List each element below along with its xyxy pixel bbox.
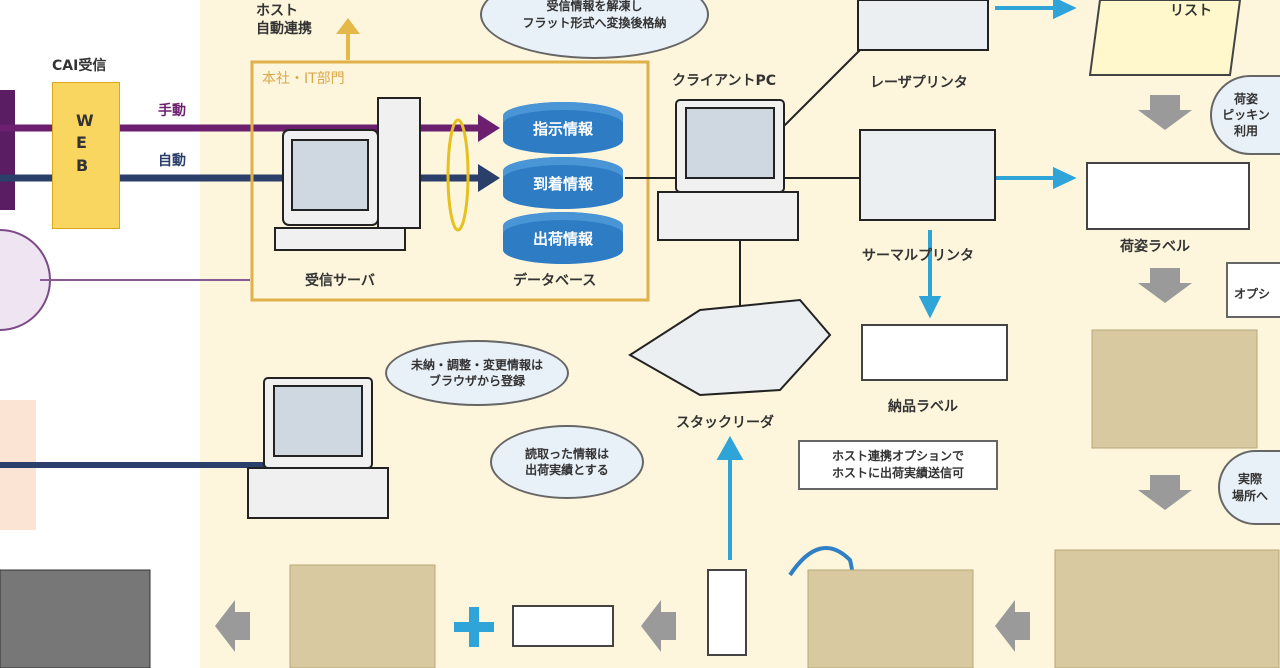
laser-printer-label: レーザプリンタ xyxy=(870,75,968,91)
note-line: ホスト連携オプションで xyxy=(831,449,964,463)
bubble-line: 場所へ xyxy=(1231,488,1268,503)
purple-bar xyxy=(0,90,15,210)
server-icon xyxy=(274,97,421,251)
client-pc-label: クライアントPC xyxy=(672,73,776,89)
host-link-label: ホスト自動連携 xyxy=(256,2,312,38)
bubble-line: 出荷実績とする xyxy=(525,463,609,477)
dept-box xyxy=(250,60,650,302)
list-label: リスト xyxy=(1170,3,1212,19)
bubble-line: 読取った情報は xyxy=(524,446,609,461)
server-label: 受信サーバ xyxy=(305,273,375,289)
bubble-line: ブラウザから登録 xyxy=(428,374,525,388)
bubble-actual: 実際場所へ xyxy=(1218,450,1280,525)
db-item-instruction: 指示情報 xyxy=(503,102,623,154)
host-link-line2: 自動連携 xyxy=(256,21,312,38)
bubble-line: 実際 xyxy=(1237,472,1262,487)
dept-label: 本社・IT部門 xyxy=(262,71,345,87)
bubble-line: 未納・調整・変更情報は xyxy=(410,357,543,372)
printer-icons xyxy=(628,0,996,397)
laptop-icon xyxy=(247,377,389,519)
bubble-read: 読取った情報は出荷実績とする xyxy=(490,425,644,499)
boxes xyxy=(0,329,1280,668)
bubble-line: 荷姿 xyxy=(1233,91,1258,106)
host-link-line1: ホスト xyxy=(256,3,298,19)
package-label-label: 荷姿ラベル xyxy=(1120,239,1190,255)
web-label: WEB xyxy=(76,111,94,175)
label-sheets xyxy=(512,0,1250,647)
bubble-line: 利用 xyxy=(1233,124,1258,139)
database-label: データベース xyxy=(513,273,597,289)
thermal-printer-label: サーマルプリンタ xyxy=(862,248,974,264)
gray-arrows xyxy=(215,95,1192,652)
web-gateway xyxy=(52,82,120,229)
client-pc-icon xyxy=(657,99,799,241)
cai-label: CAI受信 xyxy=(52,58,107,74)
auto-label: 自動 xyxy=(158,153,186,169)
tag-icon xyxy=(707,569,747,656)
delivery-label-label: 納品ラベル xyxy=(888,399,958,415)
note-host-option: ホスト連携オプションでホストに出荷実績送信可 xyxy=(798,440,998,490)
db-item-shipping: 出荷情報 xyxy=(503,212,623,264)
bubble-picking: 荷姿ピッキン利用 xyxy=(1210,75,1280,155)
sync-icon xyxy=(446,118,470,232)
manual-label: 手動 xyxy=(158,103,186,119)
bubble-line: ピッキン xyxy=(1222,107,1270,122)
bubble-line: 受信情報を解凍し xyxy=(546,0,643,14)
note-line: オプシ xyxy=(1234,287,1271,301)
bubble-line: フラット形式へ変換後格納 xyxy=(522,15,667,30)
note-line: ホストに出荷実績送信可 xyxy=(831,465,964,480)
note-option-partial: オプシ xyxy=(1226,262,1280,318)
stack-reader-label: スタックリーダ xyxy=(676,415,774,431)
bubble-browser: 未納・調整・変更情報はブラウザから登録 xyxy=(385,340,569,406)
db-item-arrival: 到着情報 xyxy=(503,157,623,209)
